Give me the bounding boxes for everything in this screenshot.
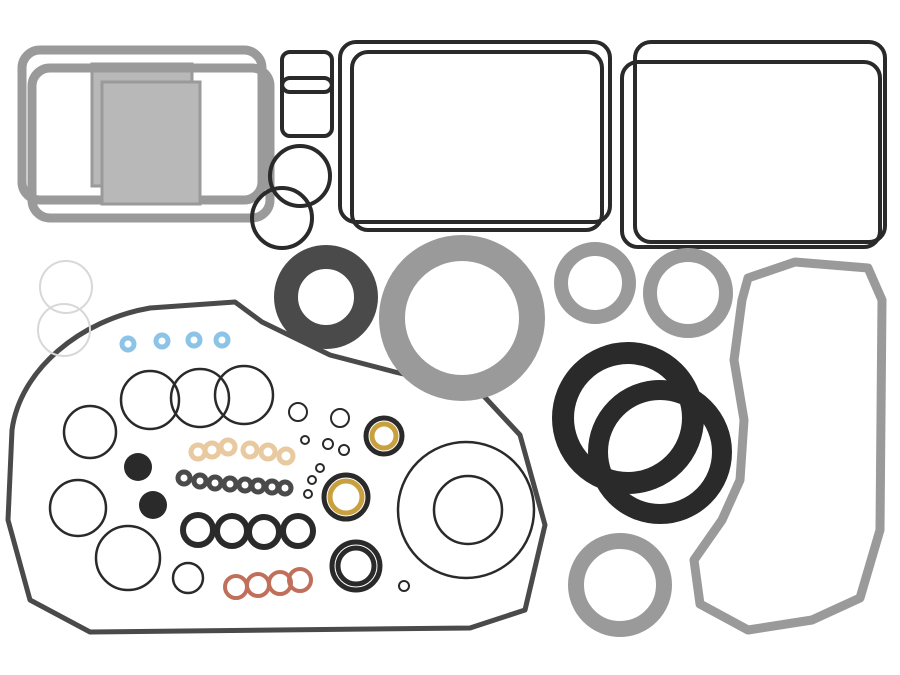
steel-head-gasket bbox=[568, 533, 672, 637]
black-washer bbox=[175, 469, 193, 487]
black-head-gasket bbox=[588, 380, 732, 524]
oring bbox=[48, 478, 108, 538]
thick-black-ring bbox=[214, 513, 250, 549]
rocker-gasket-center-web bbox=[100, 80, 202, 206]
lip-seal-inner bbox=[335, 545, 377, 587]
tiny-oring bbox=[315, 463, 325, 473]
tan-washer bbox=[202, 440, 222, 460]
black-washer bbox=[191, 472, 209, 490]
oring bbox=[62, 404, 118, 460]
oring bbox=[119, 369, 181, 431]
steel-head-gasket bbox=[643, 248, 733, 338]
black-washer bbox=[263, 478, 281, 496]
rocker-cover-gasket bbox=[633, 40, 887, 244]
tan-washer bbox=[276, 446, 296, 466]
copper-ring bbox=[223, 574, 249, 600]
oring bbox=[169, 367, 231, 429]
oring bbox=[432, 474, 504, 546]
primary-cover-gasket bbox=[5, 299, 548, 635]
rocker-cover-gasket bbox=[338, 40, 612, 224]
tiny-oring bbox=[307, 475, 317, 485]
clear-ring bbox=[39, 260, 93, 314]
oring bbox=[396, 440, 536, 580]
rocker-cover-gasket bbox=[350, 50, 604, 232]
oring bbox=[171, 561, 205, 595]
lip-seal bbox=[321, 472, 371, 522]
clear-ring bbox=[37, 303, 91, 357]
thick-black-ring bbox=[246, 514, 282, 550]
thick-black-ring bbox=[280, 513, 316, 549]
tiny-oring bbox=[288, 402, 308, 422]
tan-washer bbox=[240, 440, 260, 460]
tiny-oring bbox=[322, 438, 334, 450]
lip-seal bbox=[329, 539, 383, 593]
tan-washer bbox=[258, 442, 278, 462]
copper-ring bbox=[245, 572, 271, 598]
black-washer bbox=[221, 475, 239, 493]
blue-seal bbox=[119, 335, 137, 353]
tiny-oring bbox=[330, 408, 350, 428]
black-washer bbox=[249, 477, 267, 495]
rubber-plug bbox=[124, 453, 152, 481]
lip-seal-inner bbox=[327, 478, 365, 516]
rocker-cover-gasket bbox=[620, 60, 882, 249]
lip-seal-inner bbox=[369, 421, 399, 451]
tiny-oring bbox=[300, 435, 310, 445]
small-square-gasket bbox=[280, 76, 334, 138]
tiny-oring bbox=[338, 444, 350, 456]
tiny-oring bbox=[398, 580, 410, 592]
pushrod-oring bbox=[250, 186, 314, 250]
steel-head-gasket bbox=[379, 235, 545, 401]
cam-cover-gasket bbox=[689, 257, 887, 635]
black-washer bbox=[206, 474, 224, 492]
black-washer bbox=[236, 476, 254, 494]
tiny-oring bbox=[303, 489, 313, 499]
blue-seal bbox=[153, 332, 171, 350]
small-square-gasket bbox=[280, 50, 334, 94]
rocker-base-gasket bbox=[27, 63, 275, 223]
rubber-plug bbox=[139, 491, 167, 519]
steel-head-gasket bbox=[554, 242, 636, 324]
blue-seal bbox=[213, 331, 231, 349]
black-head-gasket bbox=[552, 342, 704, 494]
main-oil-seal bbox=[274, 245, 378, 349]
tan-washer bbox=[218, 437, 238, 457]
blue-seal bbox=[185, 331, 203, 349]
oring bbox=[94, 524, 162, 592]
pushrod-oring bbox=[268, 144, 332, 208]
thick-black-ring bbox=[180, 512, 216, 548]
black-washer bbox=[276, 479, 294, 497]
lip-seal bbox=[363, 415, 405, 457]
oring bbox=[213, 364, 275, 426]
copper-ring bbox=[287, 567, 313, 593]
